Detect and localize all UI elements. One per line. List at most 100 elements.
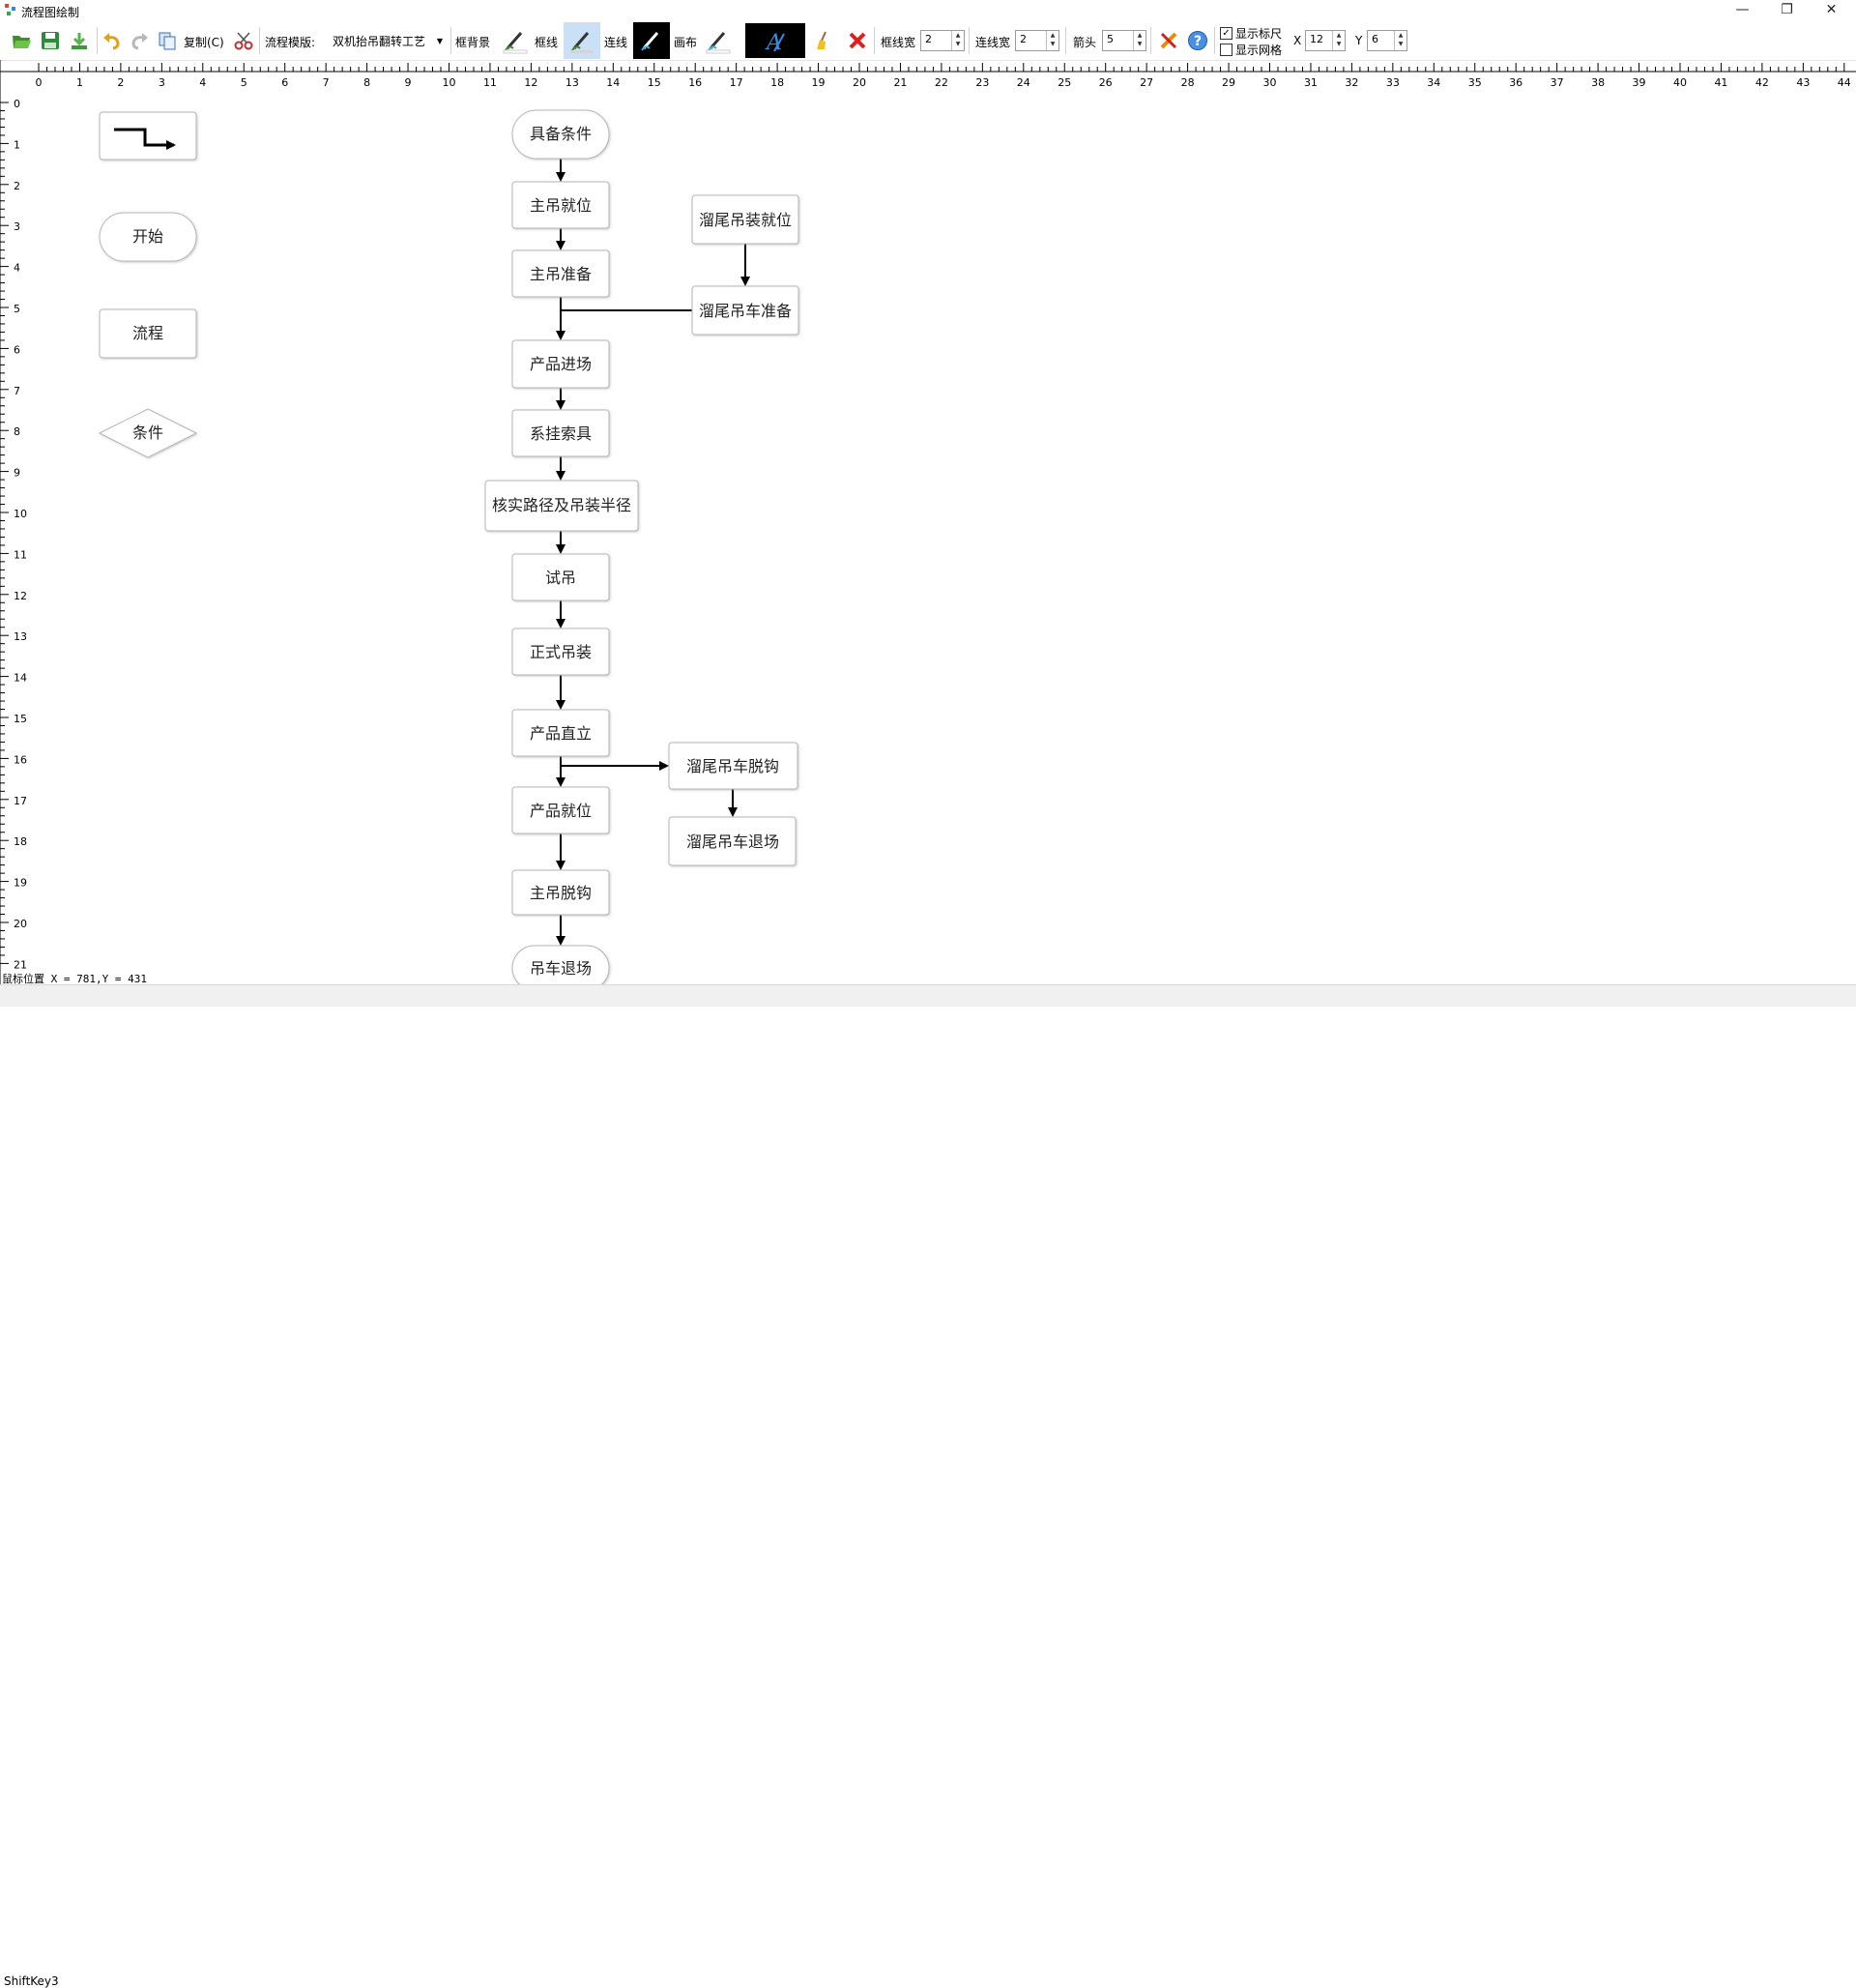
flow-node-process[interactable]: 产品就位 [511, 786, 610, 834]
flow-node-process[interactable]: 产品进场 [511, 339, 610, 389]
canvas-color-button[interactable] [704, 29, 733, 54]
svg-text:21: 21 [14, 958, 27, 971]
copy-icon [159, 32, 176, 50]
flow-node-terminal[interactable]: 吊车退场 [511, 945, 610, 984]
svg-text:4: 4 [14, 262, 20, 275]
status-bar: ShiftKey3 [0, 984, 1856, 1988]
stepper-up-icon[interactable]: ▲ [1398, 32, 1404, 39]
box-bg-color-button[interactable] [501, 29, 530, 54]
flow-node-process[interactable]: 溜尾吊车退场 [668, 816, 797, 866]
node-label: 主吊脱钩 [530, 884, 592, 902]
svg-text:25: 25 [1058, 76, 1071, 89]
mouse-position-readout: 鼠标位置 X = 781,Y = 431 [2, 973, 147, 985]
box-line-label: 框线 [535, 36, 559, 49]
palette-process-label: 流程 [132, 324, 163, 342]
line-width-stepper[interactable]: 2 ▲▼ [1015, 30, 1059, 51]
pen-color-icon [570, 32, 594, 53]
help-button[interactable]: ? [1185, 29, 1210, 52]
flow-node-process[interactable]: 主吊脱钩 [511, 869, 610, 916]
stepper-down-icon[interactable]: ▼ [955, 41, 961, 47]
flow-node-process[interactable]: 产品直立 [511, 709, 610, 757]
open-button[interactable] [10, 29, 33, 52]
chevron-down-icon: ▼ [436, 36, 443, 45]
node-label: 溜尾吊车准备 [699, 302, 792, 320]
cut-button[interactable] [232, 29, 255, 52]
svg-text:31: 31 [1304, 76, 1318, 89]
x-stepper[interactable]: 12 ▲ ▼ [1305, 30, 1346, 51]
node-label: 溜尾吊车退场 [686, 833, 779, 851]
svg-text:23: 23 [975, 76, 989, 89]
canvas-label: 画布 [674, 36, 698, 49]
show-grid-label: 显示网格 [1235, 44, 1283, 57]
copy-button[interactable]: 复制(C) [184, 36, 224, 49]
flow-node-process[interactable]: 溜尾吊车准备 [691, 285, 799, 336]
font-color-button[interactable]: A [745, 23, 805, 58]
svg-text:8: 8 [363, 76, 370, 89]
stepper-down-icon[interactable]: ▼ [1336, 41, 1342, 47]
toolbar-separator [1150, 27, 1151, 54]
svg-text:1: 1 [14, 138, 20, 151]
flow-nodes: 具备条件 主吊就位 主吊准备 产品进场 系挂索具 核实路径及吊装半径 试吊 正 [484, 109, 799, 984]
export-button[interactable] [68, 29, 91, 52]
status-key: ShiftKey3 [4, 1974, 59, 1988]
arrow-size-stepper[interactable]: 5 ▲▼ [1102, 30, 1146, 51]
toolbar-separator [259, 27, 260, 54]
box-width-stepper[interactable]: 2 ▲▼ [920, 30, 965, 51]
show-grid-checkbox[interactable] [1220, 44, 1232, 56]
flow-node-process[interactable]: 正式吊装 [511, 628, 610, 676]
open-folder-icon [13, 36, 31, 48]
stepper-down-icon[interactable]: ▼ [1398, 41, 1404, 47]
flow-node-process[interactable]: 系挂索具 [511, 409, 610, 457]
box-line-color-button[interactable] [564, 22, 600, 59]
flow-node-process[interactable]: 主吊就位 [511, 181, 610, 229]
stepper-up-icon[interactable]: ▲ [955, 32, 961, 39]
flow-node-process[interactable]: 主吊准备 [511, 249, 610, 298]
palette-start-shape[interactable]: 开始 [99, 212, 197, 262]
svg-text:2: 2 [14, 180, 20, 192]
clear-style-button[interactable] [810, 29, 835, 52]
palette-connector-shape[interactable] [99, 111, 197, 161]
tools-button[interactable] [1156, 29, 1181, 52]
line-width-label: 连线宽 [975, 36, 1011, 49]
toolbar-separator [969, 27, 970, 54]
x-value: 12 [1310, 33, 1323, 45]
flow-node-process[interactable]: 核实路径及吊装半径 [484, 480, 639, 532]
y-label: Y [1355, 34, 1363, 47]
minimize-button[interactable]: — [1735, 2, 1750, 17]
delete-icon [849, 32, 866, 49]
svg-text:2: 2 [117, 76, 124, 89]
svg-text:18: 18 [770, 76, 784, 89]
copy-icon-button[interactable] [155, 29, 180, 52]
help-icon: ? [1188, 31, 1207, 50]
delete-button[interactable] [845, 29, 870, 52]
stepper-up-icon[interactable]: ▲ [1137, 32, 1143, 39]
template-select[interactable]: 双机抬吊翻转工艺 ▼ [329, 29, 447, 52]
save-button[interactable] [39, 29, 62, 52]
svg-text:20: 20 [14, 918, 27, 930]
svg-text:16: 16 [14, 753, 27, 766]
connector-color-button[interactable] [633, 22, 670, 59]
stepper-up-icon[interactable]: ▲ [1050, 32, 1056, 39]
y-stepper[interactable]: 6 ▲▼ [1367, 30, 1407, 51]
restore-button[interactable]: ❐ [1781, 2, 1793, 17]
flow-node-process[interactable]: 溜尾吊装就位 [691, 194, 799, 245]
redo-button[interactable] [128, 29, 151, 52]
title-bar: 流程图绘制 — ❐ ✕ [0, 0, 1856, 21]
palette-process-shape[interactable]: 流程 [99, 308, 197, 359]
svg-text:?: ? [1194, 34, 1202, 49]
stepper-up-icon[interactable]: ▲ [1336, 32, 1342, 39]
flow-node-terminal[interactable]: 具备条件 [511, 109, 610, 160]
close-window-button[interactable]: ✕ [1825, 2, 1838, 17]
show-ruler-checkbox[interactable]: ✓ [1220, 27, 1232, 40]
svg-text:35: 35 [1468, 76, 1482, 89]
flow-node-process[interactable]: 试吊 [511, 553, 610, 601]
flow-node-process[interactable]: 溜尾吊车脱钩 [668, 742, 798, 790]
undo-button[interactable] [101, 29, 124, 52]
stepper-down-icon[interactable]: ▼ [1050, 41, 1056, 47]
undo-icon [103, 33, 120, 50]
stepper-down-icon[interactable]: ▼ [1137, 41, 1143, 47]
toolbar-separator [97, 27, 98, 54]
palette-condition-shape[interactable]: 条件 [98, 408, 198, 458]
show-ruler-label: 显示标尺 [1235, 27, 1283, 41]
